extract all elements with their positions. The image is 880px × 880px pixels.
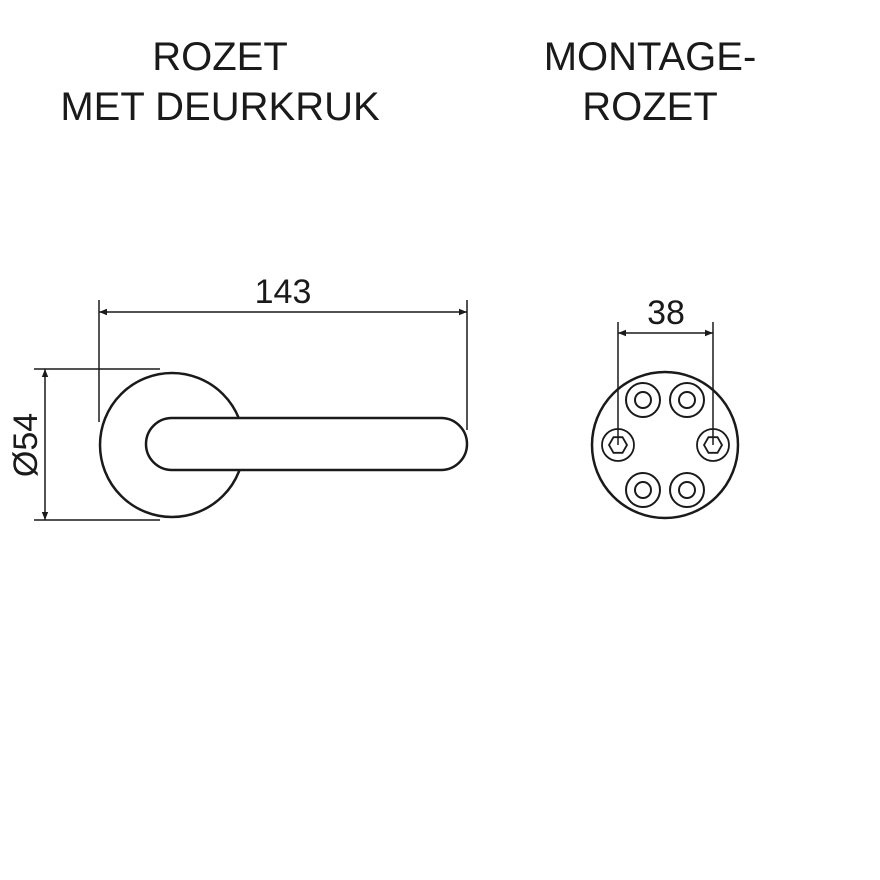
mounting-rosette-circle <box>590 370 740 520</box>
length-dimension-label: 143 <box>255 273 312 311</box>
length-dimension <box>98 300 468 430</box>
screw-hole-bottom-left <box>625 472 661 508</box>
right-figure-title: MONTAGE- ROZET <box>485 32 815 132</box>
left-figure-title: ROZET MET DEURKRUK <box>20 32 420 132</box>
mounting-screw-holes <box>625 382 705 508</box>
right-title-line-1: MONTAGE- <box>543 35 757 79</box>
mounting-rosette-drawing <box>590 370 740 520</box>
diameter-dimension <box>34 368 160 521</box>
handle-lever <box>144 416 469 472</box>
right-title-line-2: ROZET <box>582 85 718 129</box>
spacing-dimension <box>617 322 714 445</box>
rosette-with-handle-drawing <box>98 371 469 519</box>
screw-hole-top-left <box>625 382 661 418</box>
screw-hole-top-right <box>669 382 705 418</box>
diameter-dimension-label: Ø54 <box>7 413 45 477</box>
left-title-line-1: ROZET <box>152 35 288 79</box>
hex-bolt-holes <box>601 428 730 462</box>
spacing-dimension-label: 38 <box>647 294 685 332</box>
screw-hole-bottom-right <box>669 472 705 508</box>
left-title-line-2: MET DEURKRUK <box>60 85 380 129</box>
